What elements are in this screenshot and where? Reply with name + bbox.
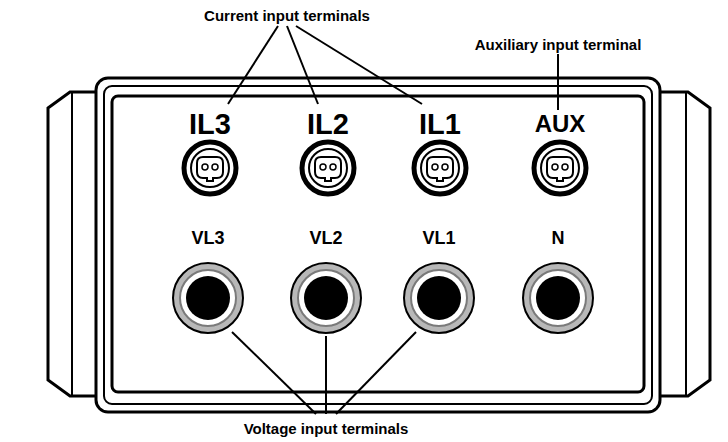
right-flap-edge [685,92,687,396]
voltage-socket [404,263,474,333]
voltage-socket [523,263,593,333]
voltage-socket [291,263,361,333]
housing-outline [96,78,660,412]
right-flap [656,92,710,396]
left-flap-edge [71,92,73,396]
terminal-name: VL3 [191,229,224,247]
left-flap [48,92,100,396]
current-connector [302,142,354,194]
terminal-panel [112,96,644,392]
leader-line [336,332,416,414]
terminal-name: IL3 [189,110,231,139]
housing-frame [104,86,652,404]
current-connector [184,142,236,194]
current-connector [414,142,466,194]
leader-line [228,26,278,104]
callout-label: Auxiliary input terminal [475,37,642,52]
terminal-name: VL1 [422,229,455,247]
aux-connector [534,142,586,194]
callout-label: Current input terminals [204,8,370,23]
leader-line [232,332,316,414]
leader-line [325,336,327,414]
leader-lines [228,26,558,414]
callout-label: Voltage input terminals [244,421,409,436]
terminal-name: AUX [535,112,586,136]
terminal-name: IL2 [307,110,349,139]
leader-line [557,54,559,110]
voltage-socket [173,263,243,333]
terminal-name: IL1 [419,110,461,139]
terminal-name: N [552,229,565,247]
leader-line [296,26,422,104]
terminal-name: VL2 [309,229,342,247]
